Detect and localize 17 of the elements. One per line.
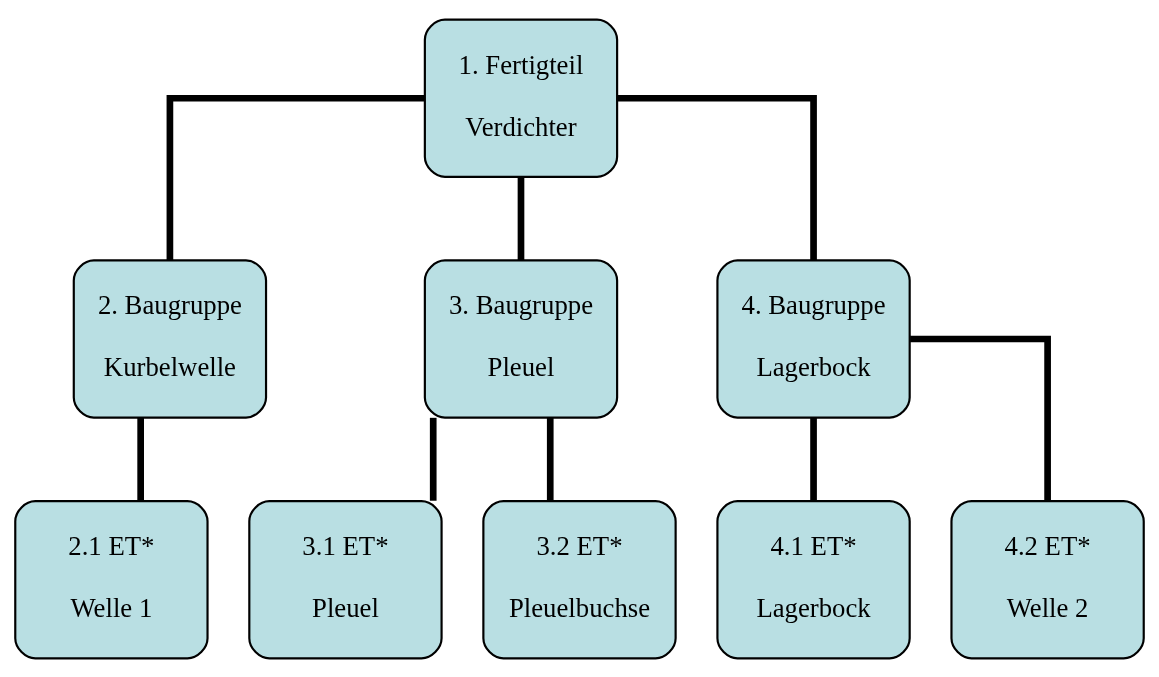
node-box: 4. Baugruppe Lagerbock (716, 258, 911, 419)
connector (810, 417, 817, 501)
connector (166, 94, 425, 260)
connector (137, 417, 144, 501)
node-box: 1. Fertigteil Verdichter (423, 18, 619, 178)
node-box: 2.1 ET* Welle 1 (14, 499, 209, 659)
node-box: 3.1 ET* Pleuel (248, 499, 443, 659)
connector (617, 94, 817, 260)
node-box: 3. Baugruppe Pleuel (423, 258, 619, 419)
connector (429, 417, 437, 501)
node-box: 3.2 ET* Pleuelbuchse (482, 499, 677, 659)
node-box: 4.1 ET* Lagerbock (716, 499, 911, 659)
connector (517, 176, 525, 260)
connector (910, 335, 1051, 501)
node-box: 4.2 ET* Welle 2 (950, 499, 1145, 659)
connector (546, 417, 554, 501)
node-box: 2. Baugruppe Kurbelwelle (72, 258, 268, 419)
